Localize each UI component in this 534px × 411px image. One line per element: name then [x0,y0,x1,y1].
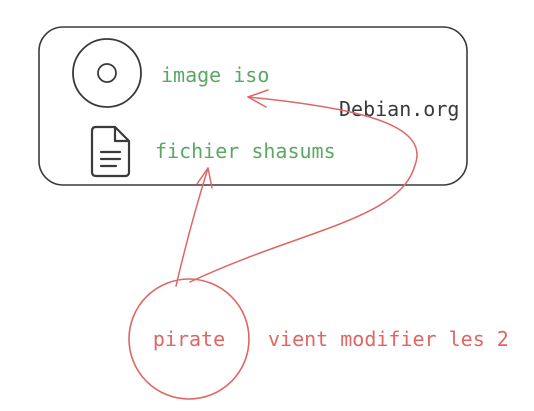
arrowhead-shasums [196,167,213,189]
disc-icon [72,38,142,108]
pirate-note: vient modifier les 2 [268,327,509,351]
pirate-label: pirate [153,327,225,351]
arrowhead-iso [247,89,269,108]
attack-arrows [175,89,418,287]
site-label: Debian.org [339,97,459,121]
site-box-outline [38,26,468,186]
shasums-file-item: fichier shasums [90,125,336,178]
shasums-file-label: fichier shasums [155,139,336,163]
debian-site-box: Debian.org [38,26,468,186]
document-icon [90,125,131,178]
arrow-to-shasums [175,167,209,287]
iso-image-label: image iso [161,63,269,87]
arrow-to-iso [189,96,418,283]
pirate-circle [128,278,250,400]
iso-image-item: image iso [72,38,269,108]
pirate-node: pirate [128,278,250,400]
